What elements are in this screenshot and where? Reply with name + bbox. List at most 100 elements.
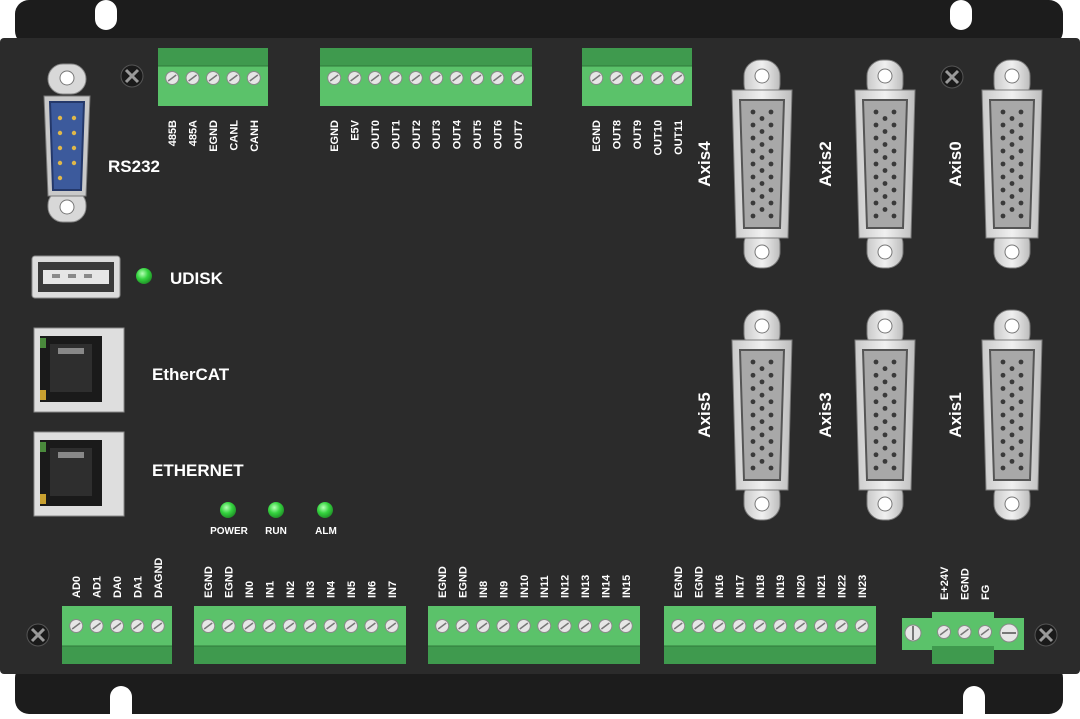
terminal-screw-icon[interactable]: [429, 71, 444, 85]
terminal-screw-icon[interactable]: [221, 619, 236, 633]
terminal-pin-label: EGND: [203, 566, 215, 598]
terminal-pin-label: OUT5: [472, 120, 484, 149]
terminal-screw-icon[interactable]: [691, 619, 706, 633]
alm-led-label: ALM: [315, 526, 337, 537]
axis-connector-axis0[interactable]: [981, 59, 1043, 269]
terminal-screw-icon[interactable]: [834, 619, 849, 633]
terminal-pin-label: IN18: [755, 575, 767, 598]
terminal-screw-icon[interactable]: [814, 619, 828, 633]
terminal-screw-icon[interactable]: [455, 619, 470, 633]
terminal-pin-label: IN0: [244, 581, 256, 598]
terminal-screw-icon[interactable]: [598, 619, 613, 633]
terminal-screw-icon[interactable]: [510, 71, 525, 85]
axis-label: Axis1: [946, 392, 965, 437]
axis-connector-axis3[interactable]: [854, 309, 916, 521]
terminal-pin-label: IN20: [796, 575, 808, 598]
terminal-pin-label: AD0: [71, 576, 83, 598]
terminal-pin-label: OUT7: [513, 120, 525, 149]
terminal-screw-icon[interactable]: [242, 619, 256, 633]
terminal-screw-icon[interactable]: [650, 71, 665, 85]
terminal-screw-icon[interactable]: [516, 619, 531, 633]
terminal-screw-icon[interactable]: [206, 71, 220, 85]
axis-connector-axis1[interactable]: [981, 309, 1043, 521]
terminal-screw-icon[interactable]: [449, 71, 464, 85]
terminal-screw-icon[interactable]: [578, 619, 592, 633]
terminal-pin-label: DA1: [132, 576, 144, 598]
run-led: [268, 502, 284, 518]
terminal-screw-icon[interactable]: [262, 619, 277, 633]
terminal-pin-label: IN13: [580, 575, 592, 598]
terminal-pin-label: CANL: [228, 120, 240, 151]
terminal-screw-icon[interactable]: [130, 619, 145, 633]
terminal-pin-label: DA0: [112, 576, 124, 598]
terminal-screw-icon[interactable]: [978, 625, 992, 639]
terminal-pin-label: OUT2: [411, 120, 423, 149]
terminal-screw-icon[interactable]: [490, 71, 505, 85]
terminal-screw-icon[interactable]: [150, 619, 165, 633]
terminal-screw-icon[interactable]: [89, 619, 104, 633]
terminal-screw-icon[interactable]: [630, 71, 644, 85]
power-led: [220, 502, 236, 518]
axis-label: Axis0: [946, 141, 965, 186]
terminal-screw-icon[interactable]: [712, 619, 726, 633]
terminal-pin-label: IN16: [714, 575, 726, 598]
terminal-screw-icon[interactable]: [793, 619, 808, 633]
status-leds: POWER RUN ALM: [210, 502, 337, 537]
terminal-screw-icon[interactable]: [537, 619, 552, 633]
terminal-screw-icon[interactable]: [282, 619, 297, 633]
terminal-screw-icon[interactable]: [957, 625, 972, 639]
terminal-screw-icon[interactable]: [937, 625, 951, 639]
terminal-pin-label: OUT8: [612, 120, 624, 149]
terminal-pin-label: OUT9: [632, 120, 644, 149]
terminal-screw-icon[interactable]: [854, 619, 869, 633]
terminal-screw-icon[interactable]: [557, 619, 572, 633]
terminal-screw-icon[interactable]: [496, 619, 511, 633]
terminal-screw-icon[interactable]: [323, 619, 338, 633]
terminal-pin-label: IN23: [857, 575, 869, 598]
terminal-screw-icon[interactable]: [226, 71, 241, 85]
terminal-screw-icon[interactable]: [618, 619, 633, 633]
terminal-screw-icon[interactable]: [589, 71, 604, 85]
terminal-screw-icon[interactable]: [670, 71, 685, 85]
terminal-screw-icon[interactable]: [476, 619, 490, 633]
terminal-pin-label: IN21: [816, 575, 828, 598]
terminal-screw-icon[interactable]: [368, 71, 382, 85]
terminal-screw-icon[interactable]: [609, 71, 624, 85]
terminal-screw-icon[interactable]: [752, 619, 767, 633]
ethernet-label: ETHERNET: [152, 461, 244, 480]
terminal-screw-icon[interactable]: [110, 619, 124, 633]
terminal-screw-icon[interactable]: [303, 619, 318, 633]
terminal-screw-icon[interactable]: [165, 71, 180, 85]
terminal-screw-icon[interactable]: [185, 71, 200, 85]
terminal-screw-icon[interactable]: [364, 619, 379, 633]
terminal-screw-icon[interactable]: [69, 619, 84, 633]
terminal-screw-icon[interactable]: [470, 71, 484, 85]
terminal-screw-icon[interactable]: [344, 619, 358, 633]
terminal-screw-icon[interactable]: [732, 619, 747, 633]
terminal-screw-icon[interactable]: [388, 71, 403, 85]
terminal-pin-label: IN14: [600, 574, 612, 598]
terminal-screw-icon[interactable]: [327, 71, 342, 85]
terminal-pin-label: 485B: [167, 120, 179, 146]
terminal-screw-icon[interactable]: [435, 619, 450, 633]
terminal-screw-icon[interactable]: [408, 71, 423, 85]
ethernet-port[interactable]: [33, 431, 125, 517]
terminal-screw-icon[interactable]: [246, 71, 261, 85]
rs232-port[interactable]: [43, 63, 91, 223]
axis-connector-axis4[interactable]: [731, 59, 793, 269]
terminal-screw-icon[interactable]: [384, 619, 399, 633]
usb-port[interactable]: [31, 255, 121, 299]
terminal-pin-label: IN15: [621, 575, 633, 598]
terminal-screw-icon[interactable]: [773, 619, 788, 633]
terminal-screw-icon[interactable]: [671, 619, 686, 633]
top-flange: [15, 0, 1063, 45]
axis-connector-axis5[interactable]: [731, 309, 793, 521]
terminal-screw-icon[interactable]: [347, 71, 362, 85]
axis-connector-axis2[interactable]: [854, 59, 916, 269]
terminal-pin-label: OUT11: [673, 120, 685, 155]
ethercat-port[interactable]: [33, 327, 125, 413]
terminal-screw-icon[interactable]: [201, 619, 216, 633]
